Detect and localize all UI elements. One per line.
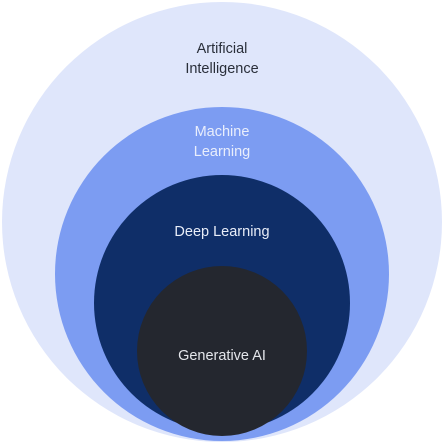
artificial-intelligence-label-line-1: Artificial <box>197 41 248 57</box>
generative-ai-circle <box>137 266 307 436</box>
machine-learning-label-line-2: Learning <box>194 144 250 160</box>
artificial-intelligence-label-line-2: Intelligence <box>185 61 258 77</box>
deep-learning-label: Deep Learning <box>174 224 269 240</box>
generative-ai-label: Generative AI <box>178 348 266 364</box>
machine-learning-label-line-1: Machine <box>195 124 250 140</box>
